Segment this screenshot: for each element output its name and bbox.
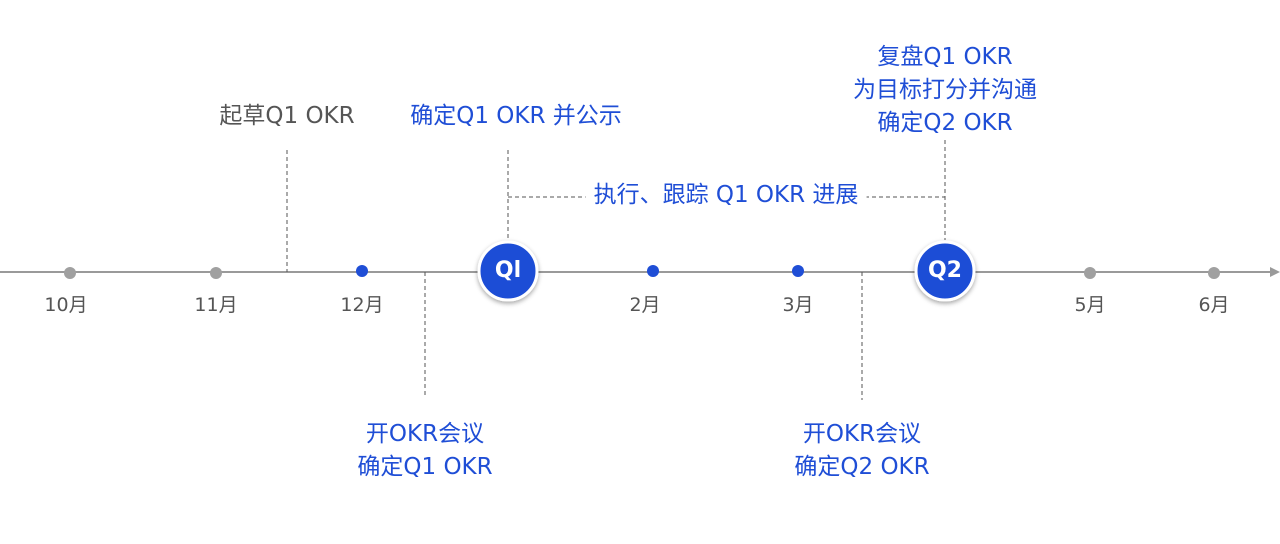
month-label-nov: 11月 [194, 294, 238, 316]
month-label-mar: 3月 [782, 294, 814, 316]
month-dot-oct [64, 267, 76, 279]
event-review-q1: 复盘Q1 OKR 为目标打分并沟通 确定Q2 OKR [853, 41, 1037, 140]
event-meeting-q1-line1: 开OKR会议 [365, 421, 485, 447]
month-dot-dec [356, 265, 368, 277]
month-label-jun: 6月 [1198, 294, 1230, 316]
quarter-badge-q1 [477, 240, 539, 302]
month-dot-may [1084, 267, 1096, 279]
month-dot-nov [210, 267, 222, 279]
event-review-q1-line2: 为目标打分并沟通 [853, 77, 1037, 103]
event-review-q1-line1: 复盘Q1 OKR [877, 44, 1013, 70]
axis-arrow-icon [1270, 267, 1280, 277]
event-draft-q1: 起草Q1 OKR [219, 103, 355, 129]
month-label-may: 5月 [1074, 294, 1106, 316]
event-meeting-q2-line1: 开OKR会议 [802, 421, 922, 447]
event-meeting-q1-line2: 确定Q1 OKR [357, 454, 493, 480]
event-meeting-q2-line2: 确定Q2 OKR [794, 454, 930, 480]
quarter-label-q1: Ql [494, 258, 522, 283]
month-label-oct: 10月 [44, 294, 88, 316]
month-label-dec: 12月 [340, 294, 384, 316]
event-confirm-publish-q1: 确定Q1 OKR 并公示 [410, 103, 622, 129]
quarter-label-q2: Q2 [927, 258, 962, 283]
quarter-badge-q2 [914, 240, 976, 302]
month-dot-feb [647, 265, 659, 277]
event-review-q1-line3: 确定Q2 OKR [877, 110, 1013, 136]
month-dot-mar [792, 265, 804, 277]
month-dot-jun [1208, 267, 1220, 279]
event-meeting-q1: 开OKR会议 确定Q1 OKR [357, 418, 492, 484]
event-meeting-q2: 开OKR会议 确定Q2 OKR [794, 418, 929, 484]
execution-span-label: 执行、跟踪 Q1 OKR 进展 [585, 179, 867, 212]
month-label-feb: 2月 [629, 294, 661, 316]
